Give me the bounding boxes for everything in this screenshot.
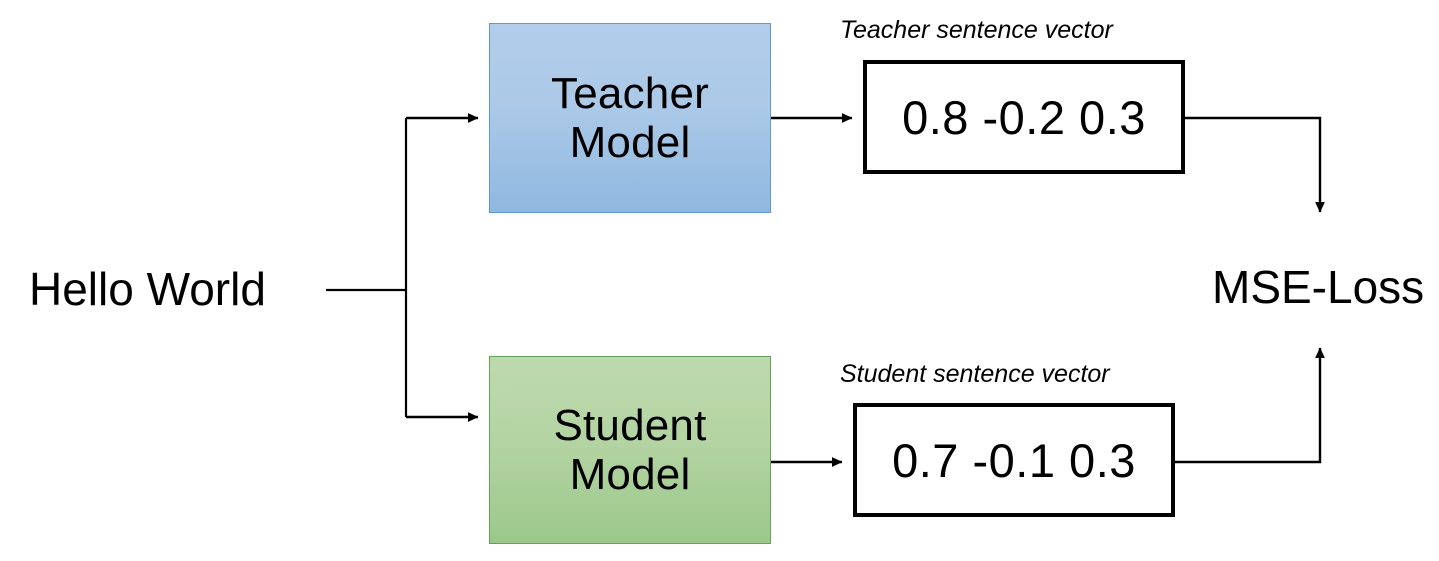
student-model-box: Student Model <box>489 356 771 544</box>
teacher-sentence-vector-caption: Teacher sentence vector <box>840 16 1113 44</box>
teacher-vector-to-loss-connector <box>1185 116 1325 213</box>
student-sentence-vector-box: 0.7 -0.1 0.3 <box>853 403 1175 517</box>
teacher-model-label-line1: Teacher <box>551 68 709 118</box>
teacher-model-box: Teacher Model <box>489 23 771 213</box>
student-vector-to-loss-connector <box>1175 347 1325 464</box>
student-model-label: Student Model <box>553 401 706 500</box>
student-sentence-vector-caption: Student sentence vector <box>840 360 1110 388</box>
teacher-model-label: Teacher Model <box>551 69 709 168</box>
student-model-label-line1: Student <box>553 400 707 450</box>
teacher-model-label-line2: Model <box>569 118 691 167</box>
mse-loss-label: MSE-Loss <box>1212 261 1425 313</box>
teacher-sentence-vector-box: 0.8 -0.2 0.3 <box>863 60 1185 174</box>
student-model-label-line2: Model <box>569 450 691 499</box>
student-sentence-vector-values: 0.7 -0.1 0.3 <box>892 433 1136 487</box>
input-text-label: Hello World <box>29 263 266 315</box>
teacher-sentence-vector-values: 0.8 -0.2 0.3 <box>902 90 1146 144</box>
input-split-connector <box>326 118 408 417</box>
